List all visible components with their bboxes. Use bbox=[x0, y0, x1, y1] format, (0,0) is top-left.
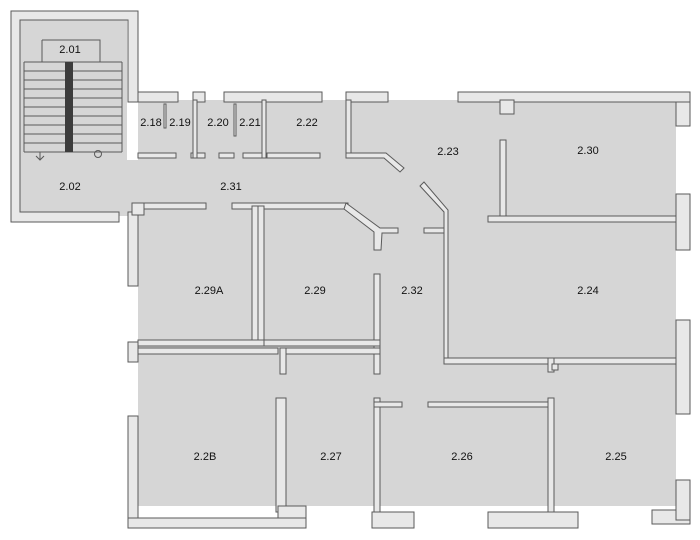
staircase bbox=[23, 39, 123, 161]
room-label-2-22: 2.22 bbox=[296, 117, 317, 129]
room-label-2-25: 2.25 bbox=[605, 451, 626, 463]
room-label-2-02: 2.02 bbox=[59, 181, 80, 193]
room-label-2-29: 2.29 bbox=[304, 285, 325, 297]
room-label-2-26: 2.26 bbox=[451, 451, 472, 463]
room-label-2-31: 2.31 bbox=[220, 181, 241, 193]
room-label-2-28: 2.2B bbox=[194, 451, 217, 463]
stair-well bbox=[65, 62, 73, 152]
walls bbox=[10, 10, 691, 529]
room-label-2-18: 2.18 bbox=[140, 117, 161, 129]
room-label-2-21: 2.21 bbox=[239, 117, 260, 129]
room-labels: 2.01 2.02 2.18 2.19 2.20 2.21 2.22 2.23 … bbox=[59, 44, 626, 463]
room-label-2-20: 2.20 bbox=[207, 117, 228, 129]
stair-down-arrow-icon bbox=[35, 152, 45, 161]
floor-areas bbox=[19, 20, 676, 506]
room-label-2-24: 2.24 bbox=[577, 285, 598, 297]
room-label-2-01: 2.01 bbox=[59, 44, 80, 56]
room-label-2-29A: 2.29A bbox=[195, 285, 224, 297]
room-label-2-27: 2.27 bbox=[320, 451, 341, 463]
room-label-2-32: 2.32 bbox=[401, 285, 422, 297]
room-label-2-30: 2.30 bbox=[577, 145, 598, 157]
room-label-2-23: 2.23 bbox=[437, 146, 458, 158]
stair-start-marker-icon bbox=[94, 150, 102, 158]
room-label-2-19: 2.19 bbox=[169, 117, 190, 129]
